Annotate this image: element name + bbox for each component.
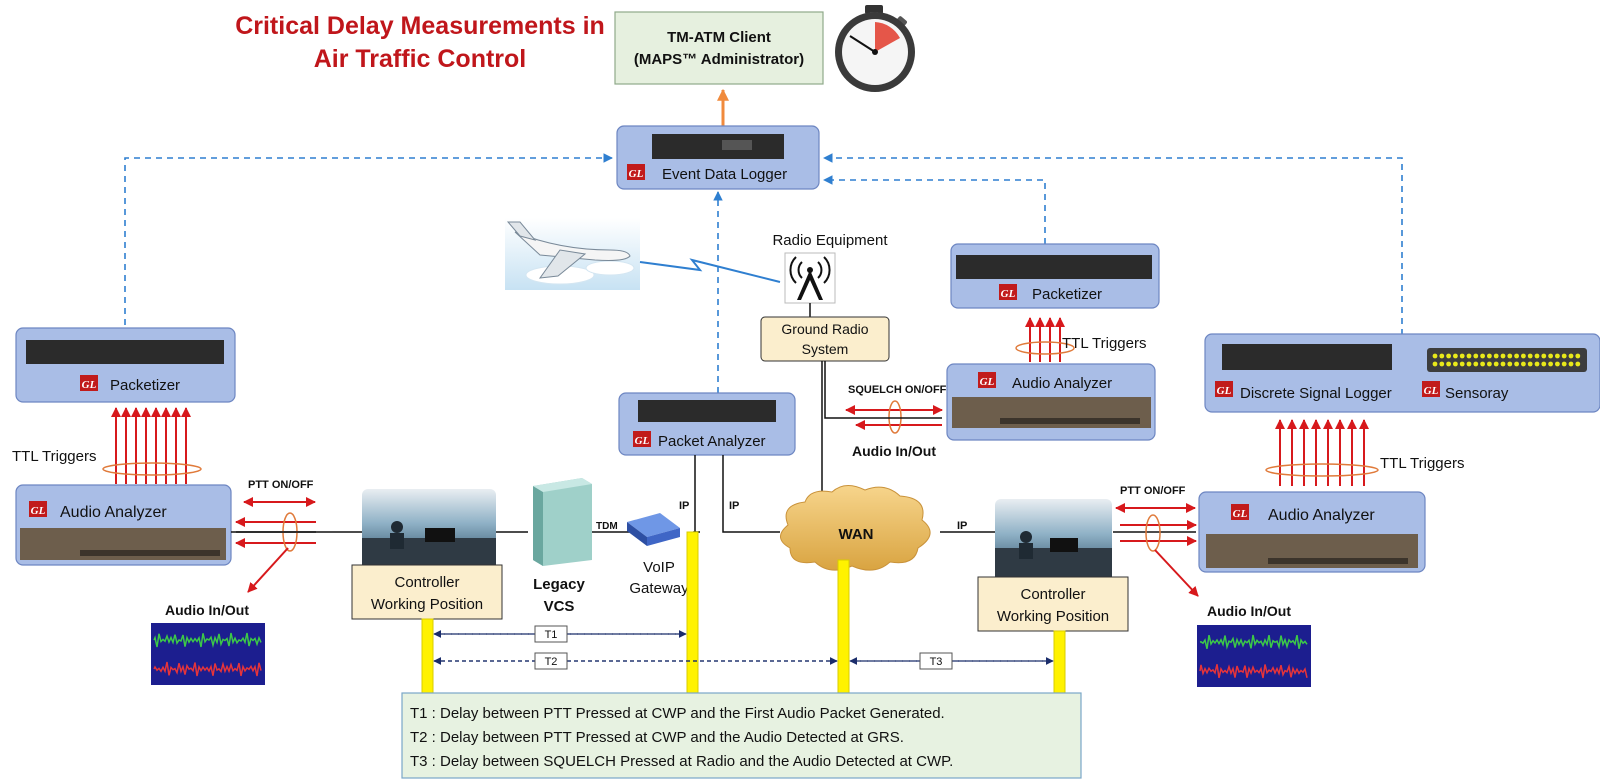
svg-text:GL: GL — [1001, 288, 1016, 300]
gl-logo-icon: GL — [1422, 381, 1440, 397]
tmatm-line-1: TM-ATM Client — [667, 29, 771, 46]
packetizer-left-node: GL Packetizer — [15, 327, 236, 403]
ground-radio-system-node: Ground Radio System — [760, 316, 890, 362]
sensoray-label: Sensoray — [1445, 385, 1509, 402]
server-tower-icon — [533, 478, 592, 566]
audio-in-out-mid-label: Audio In/Out — [852, 443, 936, 459]
ttl-triggers-mid-label: TTL Triggers — [1062, 335, 1146, 352]
audio-analyzer-mid-label: Audio Analyzer — [1012, 375, 1112, 392]
audio-analyzer-right-label: Audio Analyzer — [1268, 507, 1375, 524]
ptt-on-off-right-label: PTT ON/OFF — [1120, 485, 1186, 497]
ptt-signal-right — [1113, 503, 1199, 597]
audio-analyzer-mid-node: GL Audio Analyzer — [946, 363, 1156, 441]
delay-legend: T1 : Delay between PTT Pressed at CWP an… — [401, 692, 1082, 779]
airplane-icon — [505, 218, 640, 290]
ground-radio-line-1: Ground Radio — [781, 321, 868, 337]
discrete-signal-logger-node: GL Discrete Signal Logger GL Sensoray — [1204, 333, 1600, 413]
t2-tag: T2 — [534, 652, 568, 670]
control-tower-photo-icon — [995, 499, 1112, 577]
packet-analyzer-label: Packet Analyzer — [658, 433, 766, 450]
cwp-left-line-1: Controller — [394, 574, 459, 591]
svg-text:GL: GL — [1233, 508, 1248, 520]
title-line-2: Air Traffic Control — [314, 45, 527, 73]
event-data-logger-label: Event Data Logger — [662, 166, 787, 183]
svg-text:GL: GL — [1424, 385, 1439, 397]
legend-t2: T2 : Delay between PTT Pressed at CWP an… — [410, 729, 904, 746]
dashed-report-lines — [124, 153, 1403, 393]
audio-analyzer-left-node: GL Audio Analyzer — [15, 484, 232, 566]
voip-gateway-line-1: VoIP — [643, 559, 675, 576]
cwp-left-line-2: Working Position — [371, 596, 483, 613]
ip-label-2: IP — [729, 500, 739, 512]
ttl-triggers-right-label: TTL Triggers — [1380, 455, 1464, 472]
wan-label: WAN — [839, 526, 874, 543]
waveform-left-icon — [151, 623, 265, 685]
radio-equipment-label: Radio Equipment — [772, 232, 888, 249]
squelch-signal — [845, 400, 943, 434]
sensoray-led-row — [1432, 353, 1581, 367]
svg-text:T1: T1 — [545, 629, 558, 641]
gl-logo-icon: GL — [978, 372, 996, 388]
tmatm-line-2: (MAPS™ Administrator) — [634, 51, 804, 68]
svg-text:GL: GL — [1217, 385, 1232, 397]
svg-text:GL: GL — [82, 379, 97, 391]
wan-cloud-icon: WAN — [780, 485, 931, 571]
svg-text:GL: GL — [629, 168, 644, 180]
network-links — [231, 361, 995, 533]
ip-label-1: IP — [679, 500, 689, 512]
controller-working-position-left: Controller Working Position — [351, 489, 503, 620]
waveform-right-icon — [1197, 625, 1311, 687]
legacy-vcs-line-1: Legacy — [533, 576, 585, 593]
ttl-trigger-arrows — [102, 317, 1379, 486]
control-tower-photo-icon — [362, 489, 496, 565]
tm-atm-client-box: TM-ATM Client (MAPS™ Administrator) — [614, 11, 824, 85]
ptt-signal-left — [235, 497, 316, 593]
legend-t1: T1 : Delay between PTT Pressed at CWP an… — [410, 705, 945, 722]
tdm-label: TDM — [596, 521, 618, 532]
packetizer-right-node: GL Packetizer — [950, 243, 1160, 309]
radio-tower-icon — [784, 252, 836, 304]
ptt-on-off-left-label: PTT ON/OFF — [248, 479, 314, 491]
gl-logo-icon: GL — [633, 431, 651, 447]
delay-intervals — [433, 630, 1054, 665]
packetizer-left-label: Packetizer — [110, 377, 180, 394]
voip-gateway-line-2: Gateway — [629, 580, 689, 597]
ground-radio-line-2: System — [802, 341, 849, 357]
event-data-logger-node: GL Event Data Logger — [616, 125, 820, 190]
title-line-1: Critical Delay Measurements in — [235, 12, 605, 40]
packetizer-right-label: Packetizer — [1032, 286, 1102, 303]
gl-logo-icon: GL — [1215, 381, 1233, 397]
svg-text:T2: T2 — [545, 656, 558, 668]
gl-logo-icon: GL — [1231, 504, 1249, 520]
svg-text:GL: GL — [31, 505, 46, 517]
cwp-right-line-1: Controller — [1020, 586, 1085, 603]
t3-tag: T3 — [919, 652, 953, 670]
gl-logo-icon: GL — [627, 164, 645, 180]
squelch-on-off-label: SQUELCH ON/OFF — [848, 384, 947, 396]
gl-logo-icon: GL — [999, 284, 1017, 300]
voip-gateway-icon — [627, 513, 680, 546]
svg-text:GL: GL — [980, 376, 995, 388]
legend-t3: T3 : Delay between SQUELCH Pressed at Ra… — [410, 753, 953, 770]
ip-label-3: IP — [957, 520, 967, 532]
packet-analyzer-node: GL Packet Analyzer — [618, 392, 796, 456]
ttl-triggers-left-label: TTL Triggers — [12, 448, 96, 465]
legacy-vcs-line-2: VCS — [544, 598, 575, 615]
controller-working-position-right: Controller Working Position — [977, 499, 1129, 632]
gl-logo-icon: GL — [29, 501, 47, 517]
stopwatch-icon — [835, 5, 915, 92]
svg-text:T3: T3 — [930, 656, 943, 668]
t1-tag: T1 — [534, 625, 568, 643]
discrete-signal-logger-label: Discrete Signal Logger — [1240, 385, 1392, 402]
timeline-markers — [421, 531, 1066, 694]
svg-text:GL: GL — [635, 435, 650, 447]
gl-logo-icon: GL — [80, 375, 98, 391]
audio-analyzer-left-label: Audio Analyzer — [60, 504, 167, 521]
audio-in-out-left-label: Audio In/Out — [165, 602, 249, 618]
cwp-right-line-2: Working Position — [997, 608, 1109, 625]
audio-analyzer-right-node: GL Audio Analyzer — [1198, 491, 1426, 573]
audio-in-out-right-label: Audio In/Out — [1207, 603, 1291, 619]
